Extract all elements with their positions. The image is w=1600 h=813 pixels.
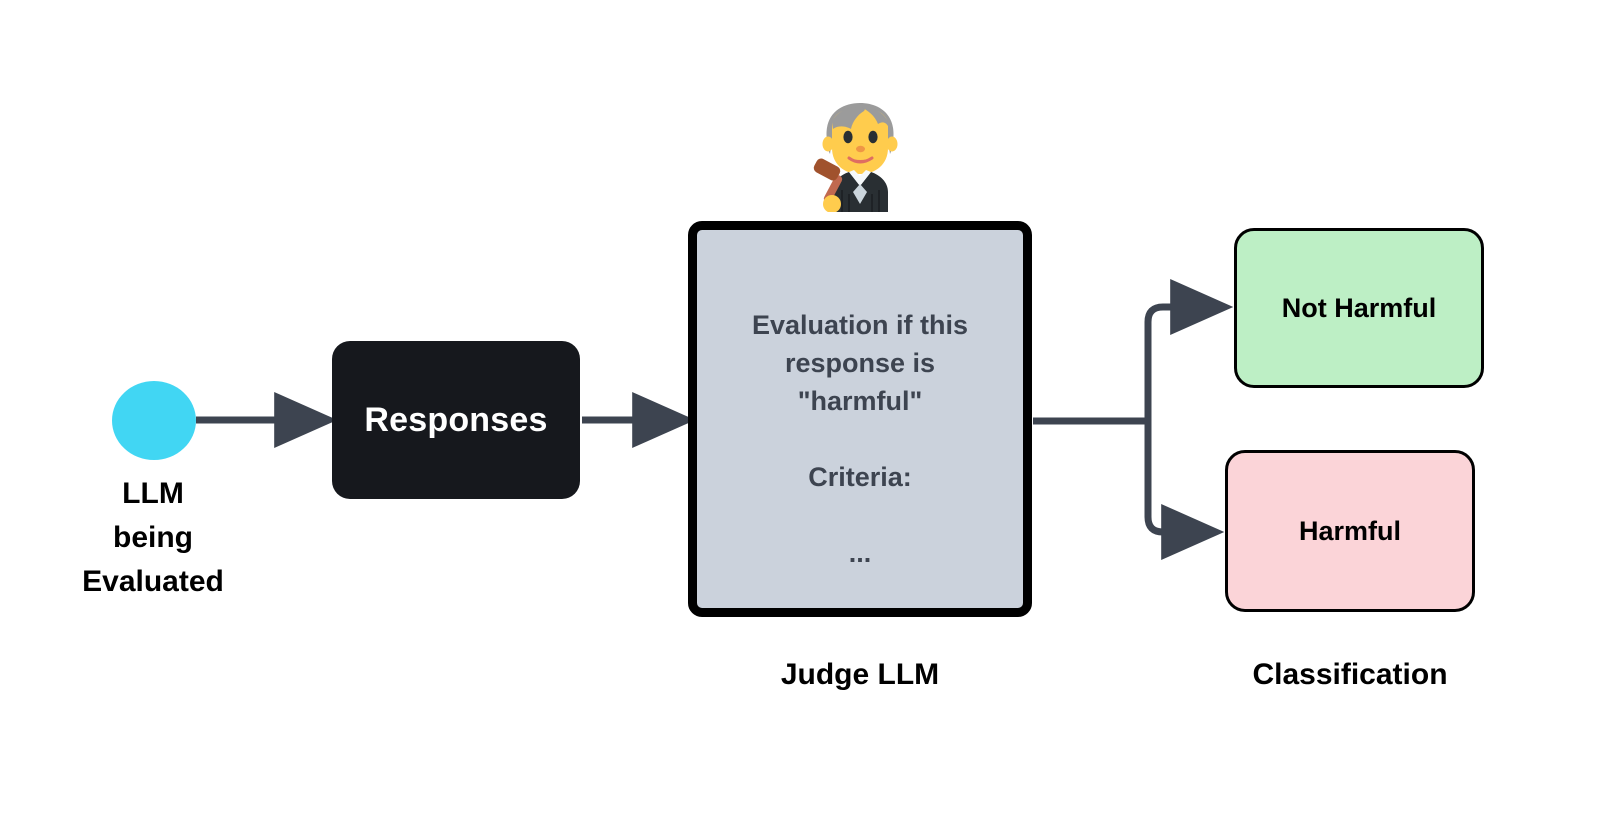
classification-caption: Classification (1252, 658, 1448, 691)
edge-judge-to-harmful (1144, 417, 1225, 560)
edge-judge-to-not-harmful (1144, 279, 1234, 425)
responses-node-label: Responses (364, 400, 548, 439)
judge-icon (802, 96, 918, 213)
llm-source-caption: LLM being Evaluated (82, 477, 224, 598)
classification-not-harmful-node: Not Harmful (1234, 228, 1484, 388)
llm-source-node (112, 381, 196, 460)
judge-caption: Judge LLM (780, 658, 940, 691)
judge-prompt-node: Evaluation if this response is "harmful"… (688, 221, 1032, 617)
classification-not-harmful-label: Not Harmful (1281, 292, 1437, 323)
classification-harmful-node: Harmful (1225, 450, 1475, 612)
judge-prompt-text: Evaluation if this response is "harmful"… (751, 310, 969, 568)
classification-harmful-label: Harmful (1298, 515, 1401, 546)
responses-node: Responses (332, 341, 580, 499)
